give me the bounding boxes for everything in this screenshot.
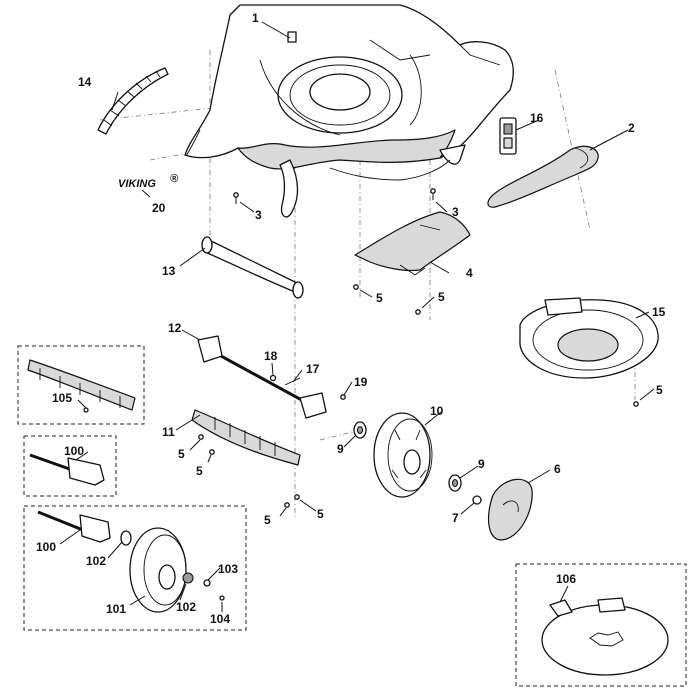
label-102b: 102 [176, 600, 196, 614]
label-17: 17 [306, 362, 320, 376]
part-5-screw-c [198, 434, 204, 440]
variant-box-100-axle [23, 435, 117, 497]
label-10: 10 [430, 404, 444, 418]
variant-box-105 [17, 345, 145, 425]
part-11-adjuster-bracket [191, 409, 301, 466]
label-105: 105 [52, 391, 72, 405]
part-10-wheel [373, 412, 433, 498]
viking-logo-text: VIKING [118, 178, 156, 190]
part-7-nut [472, 495, 482, 505]
part-13-rear-bar [201, 236, 304, 299]
part-5-screw-e [284, 502, 290, 508]
label-4: 4 [466, 266, 473, 280]
label-5c: 5 [178, 447, 185, 461]
part-4-deflector-plate [354, 211, 471, 276]
part-5-screw-d [209, 449, 215, 455]
label-2: 2 [628, 121, 635, 135]
part-1-mower-deck [184, 4, 514, 218]
label-11: 11 [162, 425, 175, 439]
part-2-cover [487, 145, 599, 208]
label-5a: 5 [376, 291, 383, 305]
label-18: 18 [264, 349, 278, 363]
label-9a: 9 [337, 442, 344, 456]
part-3-screw-left [233, 192, 239, 204]
label-100a: 100 [64, 444, 84, 458]
callout-labels: 1 2 3 3 4 5 5 5 5 5 5 5 6 7 9 9 10 11 12… [36, 11, 666, 626]
part-5-screw-b [415, 309, 421, 315]
part-9-bushing-right [448, 474, 462, 492]
part-12-rear-axle [197, 335, 327, 419]
label-1: 1 [252, 11, 259, 25]
part-19-pin [340, 394, 346, 400]
screws [198, 188, 639, 508]
label-5f: 5 [317, 507, 324, 521]
part-15-base-plate [519, 297, 659, 379]
label-9b: 9 [478, 457, 485, 471]
part-6-hub-cap [487, 478, 533, 541]
registered-mark: ® [170, 173, 179, 185]
label-106: 106 [556, 572, 576, 586]
label-5d: 5 [196, 464, 203, 478]
part-5-screw-a [353, 284, 359, 290]
part-3-screw-right [430, 188, 436, 200]
label-101: 101 [106, 602, 126, 616]
label-103: 103 [218, 562, 238, 576]
part-14-handle-grip [97, 67, 169, 135]
part-5-screw-f [294, 494, 300, 500]
label-3b: 3 [452, 205, 459, 219]
label-5e: 5 [264, 513, 271, 527]
label-12: 12 [168, 321, 182, 335]
part-18-washer [269, 374, 277, 382]
part-16-switch [499, 117, 517, 155]
part-20-viking-logo-decal: VIKING ® [118, 173, 179, 190]
label-102a: 102 [86, 554, 106, 568]
label-3a: 3 [255, 208, 262, 222]
label-20: 20 [152, 201, 166, 215]
label-7: 7 [452, 511, 459, 525]
label-16: 16 [530, 111, 544, 125]
label-13: 13 [162, 264, 176, 278]
leader-lines [59, 21, 655, 612]
label-5b: 5 [438, 290, 445, 304]
part-17-pin [284, 377, 301, 386]
label-6: 6 [554, 462, 561, 476]
label-19: 19 [354, 375, 368, 389]
variant-box-rear-wheel-kit [23, 505, 247, 631]
label-15: 15 [652, 305, 666, 319]
part-9-bushing-left [353, 421, 367, 439]
label-14: 14 [78, 75, 92, 89]
variant-box-106 [515, 563, 687, 687]
label-100b: 100 [36, 540, 56, 554]
label-104: 104 [210, 612, 230, 626]
label-5g: 5 [656, 383, 663, 397]
part-5-screw-g [633, 401, 639, 407]
